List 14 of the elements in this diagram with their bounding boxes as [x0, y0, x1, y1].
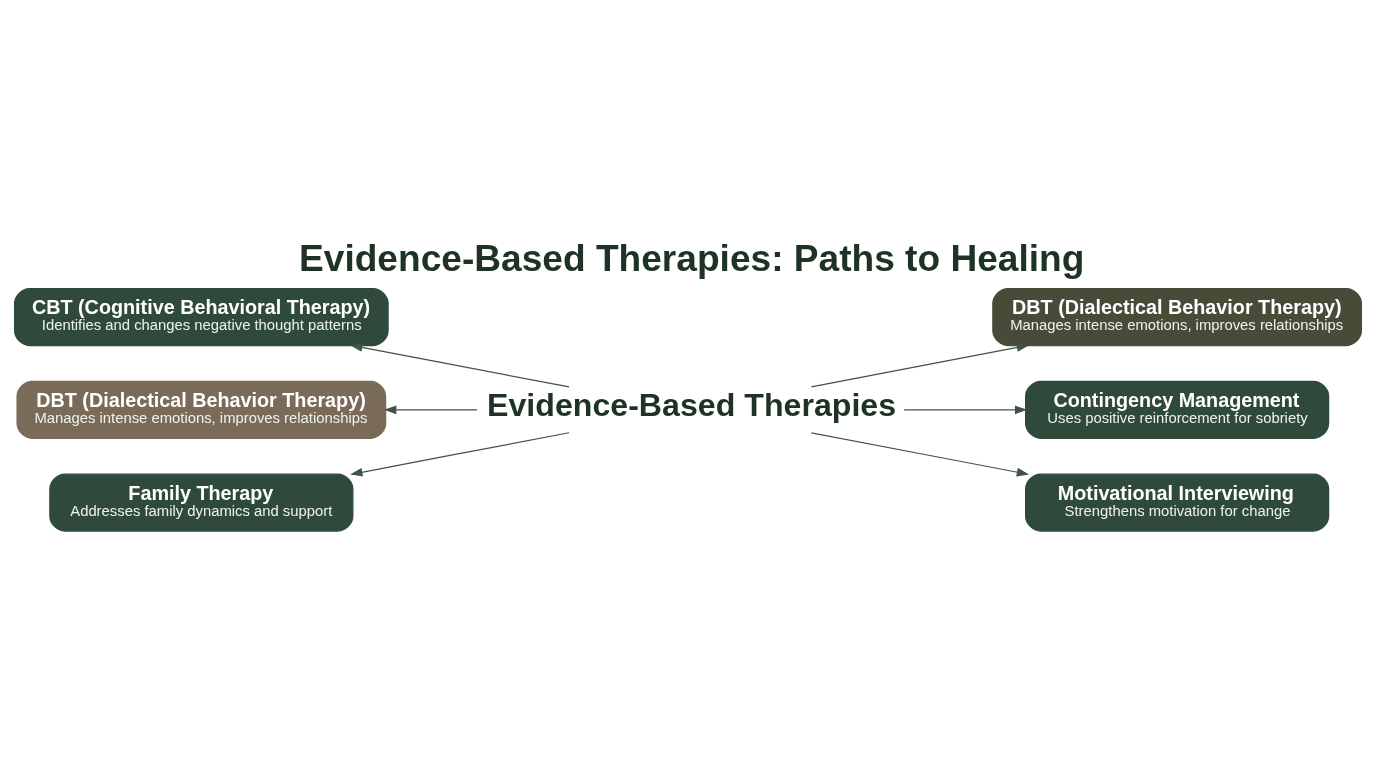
node-box: DBT (Dialectical Behavior Therapy) Manages intense emotions, improves relationships — [16, 380, 387, 439]
node-text: Evidence-Based Therapies — [487, 386, 897, 423]
node-box: Contingency Management Uses positive reinforcement for sobriety — [1025, 380, 1330, 439]
arrow — [384, 405, 478, 414]
diagram-title: Evidence-Based Therapies: Paths to Healing — [299, 236, 1085, 279]
arrow — [903, 405, 1028, 414]
arrow — [810, 431, 1030, 476]
arrow — [810, 342, 1030, 388]
node-box: Motivational Interviewing Strengthens motivation for change — [1025, 473, 1330, 532]
node-box: Family Therapy Addresses family dynamics and support — [49, 473, 354, 532]
arrow — [350, 342, 570, 388]
node-box: DBT (Dialectical Behavior Therapy) Manages intense emotions, improves relationships — [992, 287, 1362, 346]
node-box: CBT (Cognitive Behavioral Therapy) Identifies and changes negative thought patterns — [14, 287, 389, 346]
arrow — [350, 431, 570, 476]
